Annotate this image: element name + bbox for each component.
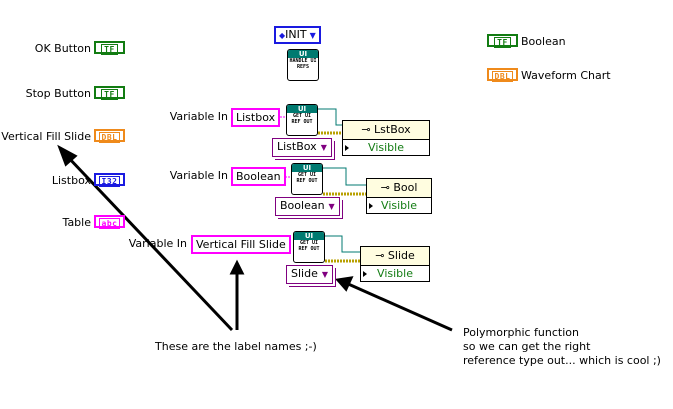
property-visible[interactable]: Visible — [368, 141, 404, 154]
property-visible[interactable]: Visible — [381, 199, 417, 212]
control-label: Table — [62, 216, 91, 229]
variable-in-label: Variable In — [169, 110, 228, 123]
handle-ui-refs-subvi[interactable]: UI HANDLE UI REFS — [287, 49, 319, 81]
string-terminal-icon[interactable]: abc — [94, 215, 125, 229]
get-ui-ref-out-subvi[interactable]: UI GET UI REF OUT — [291, 163, 323, 195]
arrow-to-slide-ring — [335, 276, 453, 332]
control-label: Stop Button — [25, 87, 91, 100]
reference-type-ring[interactable]: Slide▼ — [286, 265, 334, 284]
triangle-icon — [369, 203, 373, 209]
get-ui-ref-out-subvi[interactable]: UI GET UI REF OUT — [286, 104, 318, 136]
reference-type-ring[interactable]: ListBox▼ — [272, 138, 332, 157]
boolean-terminal-icon[interactable]: TF — [94, 41, 125, 55]
subvi-header: UI — [288, 50, 318, 58]
subvi-text: GET UI REF OUT — [298, 240, 320, 252]
get-ui-ref-out-subvi[interactable]: UI GET UI REF OUT — [293, 231, 325, 263]
dropdown-icon: ▼ — [321, 270, 329, 279]
property-node-ref: Bool — [393, 181, 418, 194]
dropdown-icon: ▼ — [320, 143, 327, 152]
triangle-icon — [345, 145, 349, 151]
property-node-ref: LstBox — [374, 123, 411, 136]
variable-in-label: Variable In — [128, 237, 187, 250]
polymorphic-note: Polymorphic function so we can get the r… — [463, 326, 661, 368]
property-node[interactable]: ⊸ LstBox Visible — [342, 120, 430, 156]
legend-label: Boolean — [521, 35, 566, 48]
refnum-wire — [323, 167, 366, 186]
boolean-terminal-icon[interactable]: TF — [94, 86, 125, 100]
property-node[interactable]: ⊸ Bool Visible — [366, 178, 432, 214]
property-node[interactable]: ⊸ Slide Visible — [360, 246, 430, 282]
variable-in-string-constant[interactable]: Vertical Fill Slide — [191, 235, 291, 254]
key-icon: ⊸ — [380, 181, 394, 194]
arrow-to-variable-in — [229, 259, 245, 330]
note-line: Polymorphic function — [463, 326, 579, 339]
legend-label: Waveform Chart — [521, 69, 611, 82]
variable-in-label: Variable In — [169, 169, 228, 182]
label-names-note: These are the label names ;-) — [155, 340, 317, 353]
control-label: Listbox — [51, 174, 91, 187]
dbl-terminal-icon[interactable]: DBL — [94, 129, 125, 143]
property-visible[interactable]: Visible — [377, 267, 413, 280]
enum-value: INIT — [285, 28, 307, 41]
refnum-wire — [325, 235, 360, 253]
dropdown-icon: ▼ — [309, 31, 316, 40]
control-label: OK Button — [34, 42, 91, 55]
arrow-to-vertical-fill-slide — [57, 144, 234, 332]
triangle-icon — [363, 271, 367, 277]
boolean-terminal-icon: TF — [487, 34, 518, 48]
subvi-text: HANDLE UI REFS — [289, 58, 317, 70]
variable-in-string-constant[interactable]: Listbox — [231, 108, 281, 127]
control-label: Vertical Fill Slide — [1, 130, 91, 143]
subvi-header: UI — [287, 105, 317, 113]
subvi-header: UI — [292, 164, 322, 172]
dbl-terminal-icon: DBL — [487, 68, 518, 82]
key-icon: ⊸ — [375, 249, 388, 262]
subvi-text: GET UI REF OUT — [296, 172, 318, 184]
init-enum-constant[interactable]: ◆INIT▼ — [274, 26, 321, 44]
subvi-header: UI — [294, 232, 324, 240]
variable-in-string-constant[interactable]: Boolean — [231, 167, 286, 186]
reference-type-ring[interactable]: Boolean▼ — [275, 197, 340, 216]
property-node-ref: Slide — [387, 249, 415, 262]
note-line: so we can get the right — [463, 340, 591, 353]
note-line: reference type out... which is cool ;) — [463, 354, 661, 367]
dropdown-icon: ▼ — [328, 202, 335, 211]
refnum-wire — [318, 108, 342, 126]
i32-terminal-icon[interactable]: I32 — [94, 173, 125, 187]
subvi-text: GET UI REF OUT — [291, 113, 313, 125]
key-icon: ⊸ — [361, 123, 375, 136]
